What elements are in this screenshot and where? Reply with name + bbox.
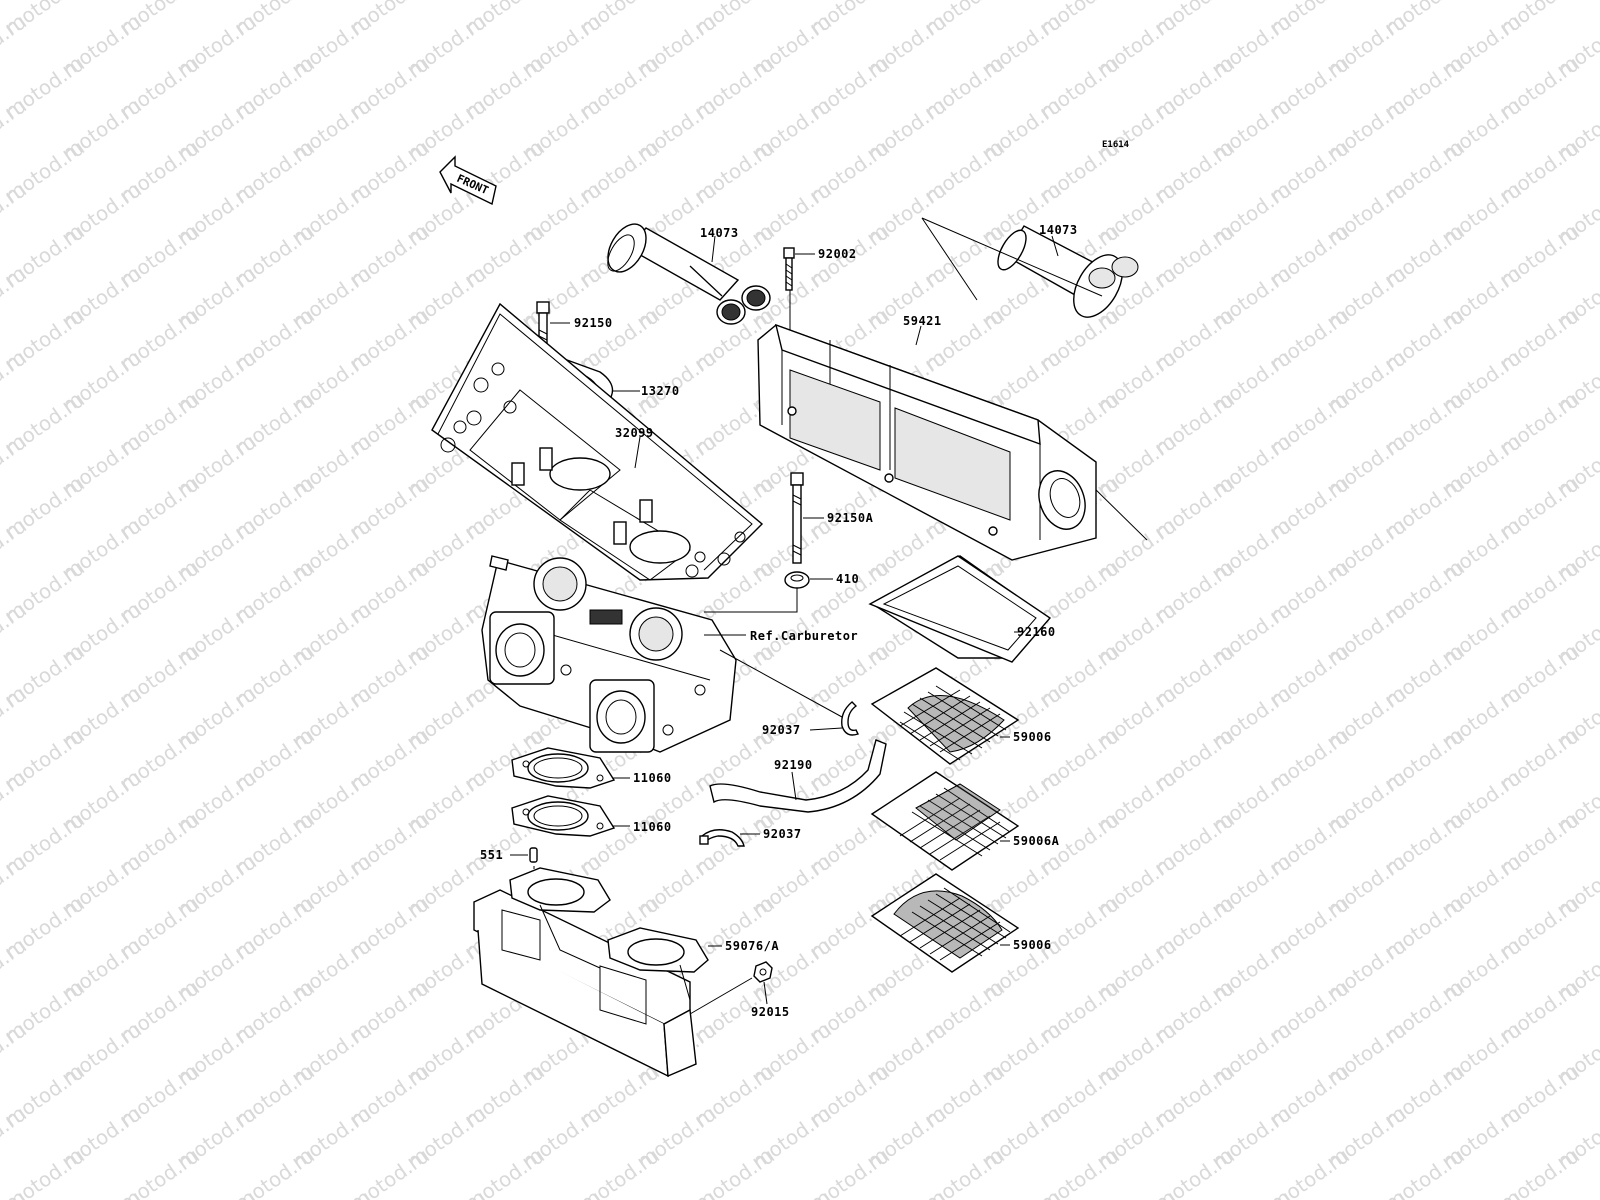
label-92015: 92015	[751, 1005, 790, 1019]
part-92037-bottom	[699, 829, 745, 847]
label-14073-right: 14073	[1039, 223, 1078, 237]
part-11060-gasket-top	[511, 747, 616, 789]
part-92002	[783, 247, 795, 291]
part-92160-gasket	[868, 555, 1052, 663]
part-92015-nut	[753, 961, 773, 983]
label-92037-bottom: 92037	[763, 827, 802, 841]
label-11060-bottom: 11060	[633, 820, 672, 834]
label-551: 551	[480, 848, 503, 862]
label-92190: 92190	[774, 758, 813, 772]
label-92037-top: 92037	[762, 723, 801, 737]
label-92150A: 92150A	[827, 511, 874, 525]
part-59421-airbox	[757, 323, 1097, 561]
part-92037-top	[841, 701, 859, 736]
label-59006-top: 59006	[1013, 730, 1052, 744]
part-551-dowel	[529, 847, 538, 863]
part-92190-hose	[709, 739, 887, 813]
part-410-washer	[784, 571, 810, 589]
part-carburetor	[481, 555, 737, 753]
label-14073-left: 14073	[700, 226, 739, 240]
label-92160: 92160	[1017, 625, 1056, 639]
label-59421: 59421	[903, 314, 942, 328]
part-59006-screen-top	[870, 667, 1020, 765]
part-92150A	[790, 472, 804, 564]
label-ref-carburetor: Ref.Carburetor	[750, 629, 858, 643]
label-410: 410	[836, 572, 859, 586]
label-59006-bottom: 59006	[1013, 938, 1052, 952]
label-11060-top: 11060	[633, 771, 672, 785]
label-13270: 13270	[641, 384, 680, 398]
part-14073-left	[607, 223, 771, 325]
part-59006A-screen	[870, 771, 1020, 871]
part-14073-right	[997, 225, 1139, 318]
front-arrow-icon: FRONT	[439, 155, 497, 206]
diagram-code: E1614	[1102, 140, 1130, 150]
part-32099-plate	[431, 302, 764, 581]
label-59006A: 59006A	[1013, 834, 1060, 848]
label-92150: 92150	[574, 316, 613, 330]
label-59076A: 59076/A	[725, 939, 779, 953]
part-59006-screen-bottom	[870, 873, 1020, 973]
part-11060-gasket-bottom	[511, 795, 616, 837]
part-59076A-manifold	[473, 867, 709, 1078]
label-32099: 32099	[615, 426, 654, 440]
label-92002: 92002	[818, 247, 857, 261]
